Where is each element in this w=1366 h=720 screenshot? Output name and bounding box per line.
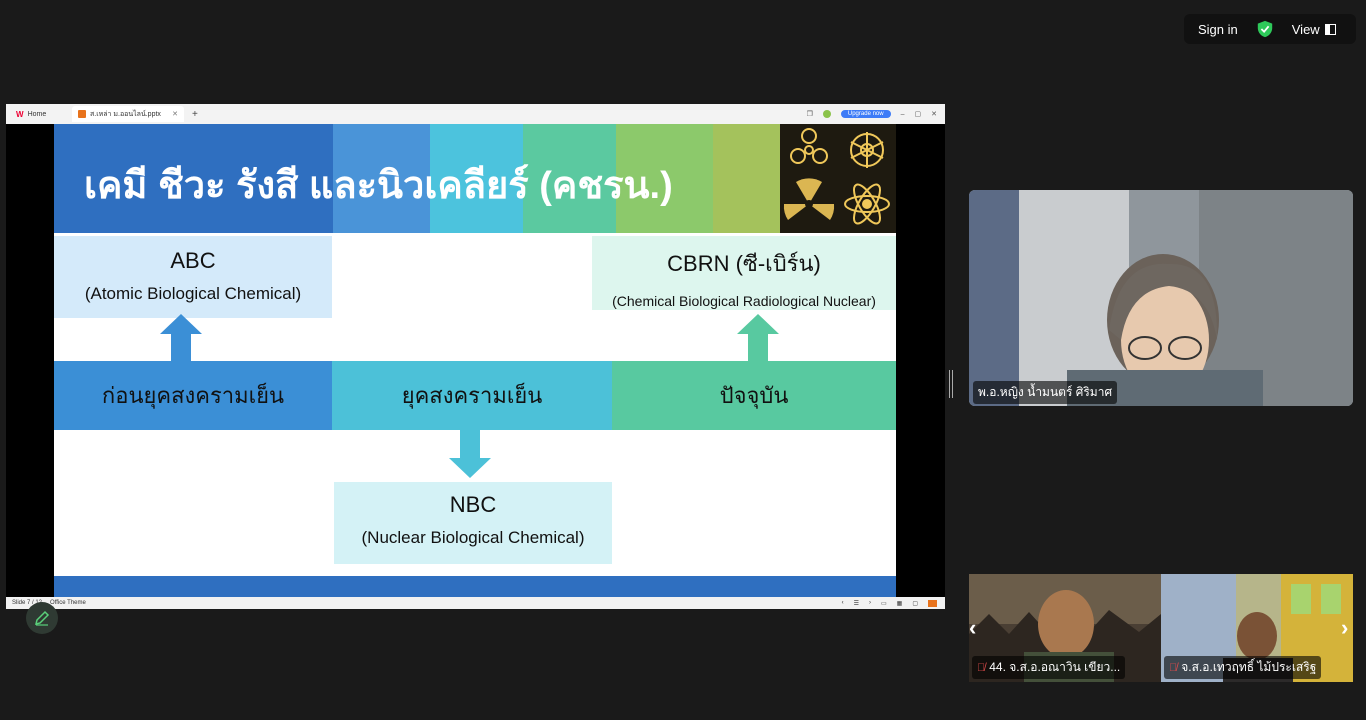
era-present: ปัจจุบัน: [612, 361, 896, 430]
account-avatar[interactable]: [822, 110, 831, 118]
shield-check-icon[interactable]: [1256, 20, 1274, 38]
shared-screen: W Home ส.เหล่า ม.ออนไลน์.pptx ✕ + ❐ Upgr…: [6, 104, 945, 609]
presentation-status-bar: Slide 7 / 12 Office Theme ‹ ☰ › ▭ ▦ ▢: [6, 597, 945, 609]
participant-tile[interactable]: 🎙̸ จ.ส.อ.เทวฤทธิ์ ไม้ประเสริฐ: [1161, 574, 1353, 682]
layout-icon: [1324, 23, 1336, 35]
wps-logo-icon: W: [16, 109, 24, 119]
status-controls: ‹ ☰ › ▭ ▦ ▢: [841, 599, 945, 607]
arrow-up-icon: [737, 314, 779, 362]
annotate-pencil-button[interactable]: [26, 602, 58, 634]
slideshow-button[interactable]: [928, 599, 937, 607]
theme-label: Office Theme: [50, 600, 86, 606]
presentation-file-icon: [78, 110, 86, 118]
participant-nametag: 🎙̸ จ.ส.อ.เทวฤทธิ์ ไม้ประเสริฐ: [1164, 656, 1322, 679]
note-icon[interactable]: ▭: [880, 600, 887, 607]
era-cold-war: ยุคสงครามเย็น: [332, 361, 612, 430]
participant-name: 44. จ.ส.อ.อณาวิน เขียว...: [989, 660, 1121, 674]
chevron-right-icon[interactable]: ›: [1341, 615, 1349, 640]
era-pre-cold-war: ก่อนยุคสงครามเย็น: [54, 361, 332, 430]
prev-icon[interactable]: ‹: [841, 600, 844, 606]
normal-view-icon[interactable]: ▢: [912, 600, 918, 607]
hazard-symbols-image-left: [780, 124, 838, 233]
maximize-icon[interactable]: ▢: [914, 111, 922, 118]
speaker-video-tile[interactable]: พ.อ.หญิง น้ำมนตร์ ศิริมาศ: [969, 190, 1353, 406]
cbrn-title: CBRN (ซี-เบิร์น): [667, 251, 821, 276]
close-tab-icon[interactable]: ✕: [172, 111, 178, 118]
split-resize-handle[interactable]: [949, 370, 953, 398]
arrow-down-icon: [449, 430, 491, 478]
nbc-subtitle: (Nuclear Biological Chemical): [361, 528, 585, 547]
slide-canvas: เคมี ชีวะ รังสี และนิวเคลียร์ (คชรน.): [54, 124, 896, 597]
chevron-left-icon[interactable]: ‹: [969, 615, 977, 640]
abc-title: ABC: [170, 248, 216, 273]
participant-tile[interactable]: 🎙̸ 44. จ.ส.อ.อณาวิน เขียว...: [969, 574, 1161, 682]
close-window-icon[interactable]: ✕: [931, 111, 937, 118]
minimize-icon[interactable]: –: [900, 110, 905, 118]
cbrn-subtitle: (Chemical Biological Radiological Nuclea…: [612, 293, 876, 309]
app-tab-bar: W Home ส.เหล่า ม.ออนไลน์.pptx ✕ + ❐ Upgr…: [6, 104, 945, 124]
grid-icon[interactable]: ▦: [896, 600, 903, 607]
speaker-video-image: [969, 190, 1353, 406]
upgrade-button[interactable]: Upgrade now: [840, 110, 891, 118]
tab-presentation-label: ส.เหล่า ม.ออนไลน์.pptx: [90, 110, 161, 118]
sign-in-button[interactable]: Sign in: [1198, 21, 1238, 37]
view-label: View: [1291, 21, 1320, 37]
slide-counter: Slide 7 / 12: [12, 600, 43, 606]
pencil-icon: [34, 610, 50, 626]
tab-home[interactable]: W Home: [10, 106, 68, 122]
participant-nametag: 🎙̸ 44. จ.ส.อ.อณาวิน เขียว...: [972, 656, 1126, 679]
view-button[interactable]: View: [1292, 22, 1336, 37]
title-band: [54, 124, 780, 233]
next-icon[interactable]: ›: [868, 600, 871, 606]
list-icon[interactable]: ☰: [853, 600, 859, 607]
speaker-name: พ.อ.หญิง น้ำมนตร์ ศิริมาศ: [978, 385, 1113, 399]
tab-presentation[interactable]: ส.เหล่า ม.ออนไลน์.pptx ✕: [72, 106, 184, 122]
restore-icon[interactable]: ❐: [806, 111, 813, 118]
speaker-nametag: พ.อ.หญิง น้ำมนตร์ ศิริมาศ: [973, 381, 1118, 404]
hazard-symbols-image-right: [838, 124, 896, 233]
top-control-bar: Sign in View: [1184, 14, 1356, 44]
window-controls: ❐ Upgrade now – ▢ ✕: [807, 110, 945, 118]
arrow-up-icon: [160, 314, 202, 362]
abc-subtitle: (Atomic Biological Chemical): [84, 284, 302, 303]
slide-title: เคมี ชีวะ รังสี และนิวเคลียร์ (คชรน.): [84, 165, 673, 207]
nbc-box: NBC (Nuclear Biological Chemical): [334, 482, 612, 564]
nbc-title: NBC: [449, 492, 497, 517]
tab-home-label: Home: [27, 110, 47, 118]
participant-name: จ.ส.อ.เทวฤทธิ์ ไม้ประเสริฐ: [1181, 660, 1317, 674]
mic-muted-icon: 🎙̸: [977, 661, 986, 674]
cbrn-box: CBRN (ซี-เบิร์น) (Chemical Biological Ra…: [592, 236, 896, 310]
bottom-band: [54, 576, 896, 597]
abc-box: ABC (Atomic Biological Chemical): [54, 236, 332, 318]
mic-muted-icon: 🎙̸: [1169, 661, 1178, 674]
new-tab-icon[interactable]: +: [192, 108, 198, 120]
